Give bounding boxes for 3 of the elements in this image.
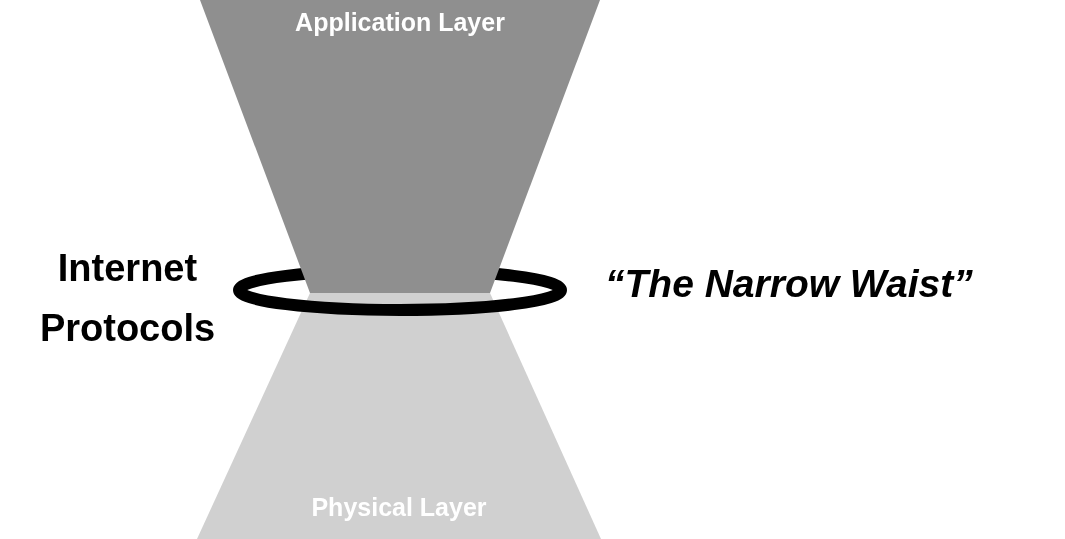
layer-label: Application Layer — [295, 8, 505, 37]
quote-text: “The Narrow Waist” — [605, 262, 973, 305]
layer-annotation: Internet Protocols — [39, 247, 216, 349]
